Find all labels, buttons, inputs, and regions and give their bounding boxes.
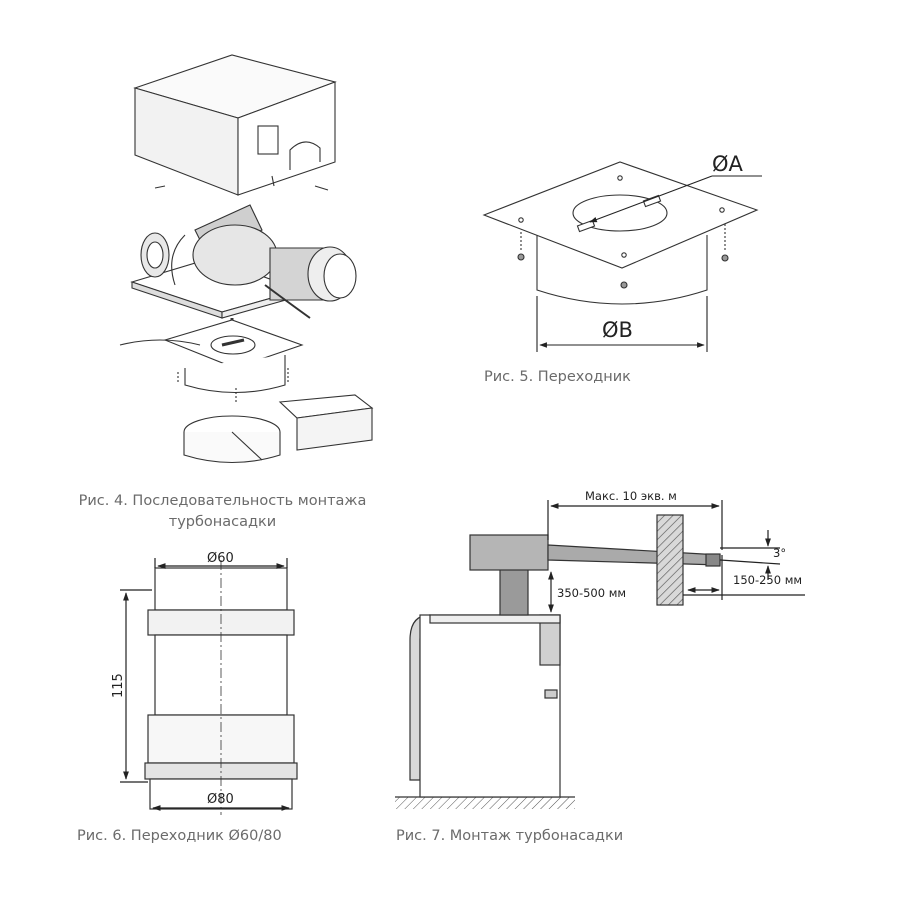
fig7-boiler [409,614,561,798]
fig4-exploded-assembly [119,54,374,464]
fig7-floor-hatch [395,797,575,809]
fig5-dim-a-line [589,175,713,223]
fig6-caption: Рис. 6. Переходник Ø60/80 [77,828,282,844]
fig6-label-height: 115 [111,673,126,698]
fig7-label-angle: 3° [773,546,786,560]
fig4-boiler-top [119,339,374,464]
fig6-label-top: Ø60 [207,551,234,566]
fig5-label-a: ØA [712,152,744,176]
fig7-installation [395,500,805,809]
fig6-label-bottom: Ø80 [207,792,234,807]
fig4-fan-unit [130,204,357,319]
fig5-label-b: ØB [602,318,633,342]
fig5-caption: Рис. 5. Переходник [484,369,631,385]
fig4-caption: Рис. 4. Последовательность монтажа турбо… [70,491,375,533]
fig7-label-max: Макс. 10 экв. м [585,489,677,503]
fig7-label-protrusion: 150-250 мм [733,573,802,587]
fig4-adapter-plate [163,319,304,402]
fig7-caption: Рис. 7. Монтаж турбонасадки [396,828,624,844]
fig6-adapter-drawing [120,558,298,815]
fig4-caption-line2: турбонасадки [168,514,277,530]
fig4-cover-box [133,54,337,196]
fig5-adapter [482,161,762,352]
fig7-wall [656,514,684,606]
fig7-label-height: 350-500 мм [557,586,626,600]
fig4-caption-line1: Рис. 4. Последовательность монтажа [78,493,367,509]
